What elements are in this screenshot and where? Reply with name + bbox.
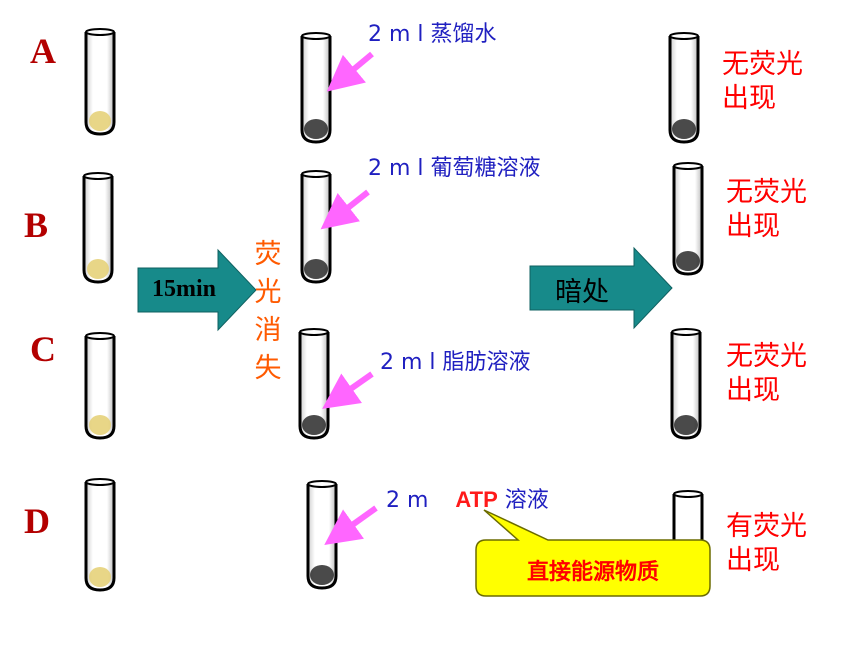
tube-col3-row-a	[668, 32, 700, 144]
tube-col1-row-c	[84, 332, 116, 440]
added-solution-d-prefix: 2 m	[386, 488, 429, 513]
tube-col1-row-b	[82, 172, 114, 284]
tube-col2-row-b	[300, 170, 332, 284]
arrow-dark	[529, 246, 673, 330]
arrow-15min	[137, 248, 257, 332]
result-c: 无荧光 出现	[726, 341, 807, 406]
result-d: 有荧光 出现	[726, 511, 807, 576]
row-label-b: B	[24, 205, 49, 245]
tube-col1-row-d	[84, 478, 116, 592]
result-b: 无荧光 出现	[726, 177, 807, 242]
tube-col3-row-b	[672, 162, 704, 276]
pink-arrow-b	[320, 189, 370, 230]
result-a: 无荧光 出现	[722, 49, 803, 114]
added-solution-d-suffix: 溶液	[504, 488, 549, 513]
atp-label: ATP	[455, 487, 498, 512]
row-label-a: A	[30, 31, 56, 71]
pink-arrow-a	[326, 51, 374, 92]
callout-bubble	[475, 509, 711, 597]
tube-col3-row-c	[670, 328, 702, 440]
fluorescence-lost-label: 荧光消失	[254, 239, 282, 384]
row-label-c: C	[30, 329, 56, 369]
tube-col2-row-a	[300, 32, 332, 144]
row-label-d: D	[24, 501, 50, 541]
arrow-dark-label: 暗处	[555, 277, 609, 308]
added-solution-b: 2 m l 葡萄糖溶液	[368, 156, 541, 181]
pink-arrow-c	[322, 371, 374, 409]
arrow-15min-label: 15min	[151, 276, 216, 302]
tube-col2-row-d	[306, 480, 338, 590]
pink-arrow-d	[324, 505, 378, 545]
added-solution-c: 2 m l 脂肪溶液	[380, 350, 531, 375]
callout-text: 直接能源物质	[526, 560, 659, 585]
added-solution-a: 2 m l 蒸馏水	[368, 22, 497, 47]
added-solution-d: 2 m ATP 溶液	[386, 482, 549, 514]
tube-col1-row-a	[84, 28, 116, 136]
tube-col2-row-c	[298, 328, 330, 440]
